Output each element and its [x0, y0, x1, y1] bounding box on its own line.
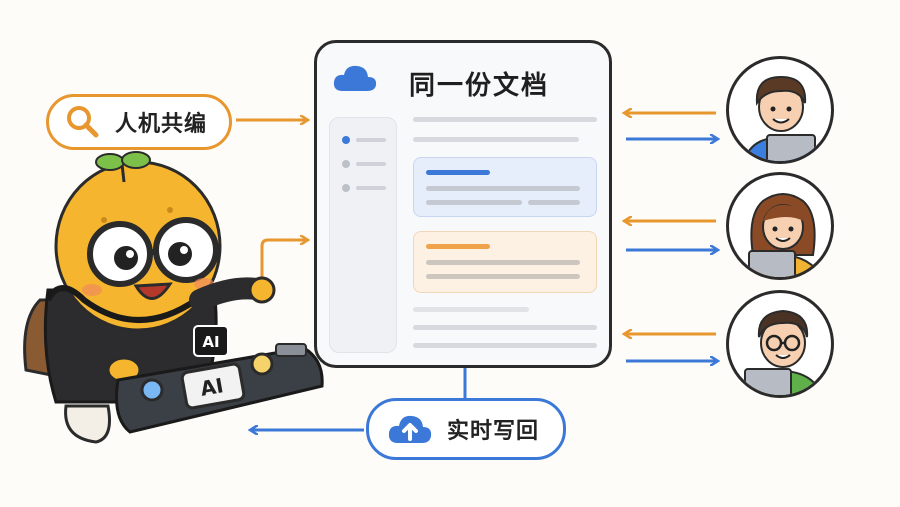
cloud-upload-icon — [388, 415, 432, 443]
block-text-line — [426, 260, 580, 265]
coedit-label: 人机共编 — [115, 112, 208, 137]
sidebar-line — [356, 162, 386, 166]
keypad-button-yellow — [250, 352, 274, 376]
coedit-pill[interactable]: 人机共编 — [46, 94, 232, 150]
doc-text-line — [413, 325, 597, 330]
ai-key — [180, 362, 246, 410]
block-heading-line — [426, 244, 490, 249]
search-icon — [67, 106, 99, 138]
block-heading-line — [426, 170, 490, 175]
doc-block-ai-edit[interactable] — [413, 231, 597, 293]
shared-document-card: 同一份文档 — [314, 40, 612, 368]
doc-title: 同一份文档 — [409, 71, 550, 101]
block-text-line — [426, 274, 580, 279]
arrow-mascot-to-doc — [260, 240, 306, 282]
user-girl-illustration — [745, 193, 822, 277]
block-text-line — [528, 200, 580, 205]
cloud-icon — [333, 65, 377, 91]
doc-text-line — [413, 343, 597, 348]
user-boy-illustration — [743, 75, 824, 161]
keypad-button-blue — [140, 378, 164, 402]
writeback-label: 实时写回 — [447, 419, 540, 444]
sidebar-line — [356, 186, 386, 190]
sidebar-line — [356, 138, 386, 142]
doc-text-line — [413, 137, 579, 142]
avatar-user-glasses[interactable] — [726, 290, 834, 398]
block-text-line — [426, 200, 522, 205]
doc-sidebar — [329, 117, 397, 353]
writeback-pill[interactable]: 实时写回 — [366, 398, 566, 460]
avatar-user-boy[interactable] — [726, 56, 834, 164]
block-text-line — [426, 186, 580, 191]
sidebar-dot[interactable] — [342, 160, 350, 168]
ai-mascot-illustration: AI AI — [23, 151, 324, 444]
ai-key-label: AI — [198, 373, 225, 401]
doc-text-line — [413, 307, 529, 312]
laptop-icon — [748, 250, 796, 277]
chest-badge-text: AI — [202, 333, 219, 351]
doc-text-line — [413, 117, 597, 122]
sidebar-dot[interactable] — [342, 184, 350, 192]
doc-block-human-edit[interactable] — [413, 157, 597, 217]
sidebar-dot-active[interactable] — [342, 136, 350, 144]
avatar-user-girl[interactable] — [726, 172, 834, 280]
